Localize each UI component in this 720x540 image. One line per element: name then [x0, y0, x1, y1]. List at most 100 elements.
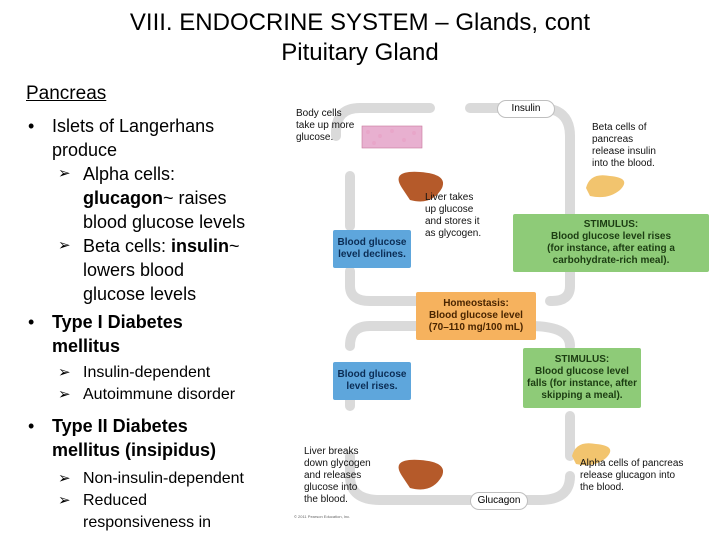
beta-cells-line: into the blood. [592, 158, 655, 169]
liver-breaks-line: and releases [304, 470, 362, 481]
liver-takes-line: and stores it [425, 216, 480, 227]
insulin-label: Insulin [497, 100, 555, 118]
bullet-islets: • Islets of Langerhans produce [26, 114, 276, 162]
title-line-1: VIII. ENDOCRINE SYSTEM – Glands, cont [129, 9, 591, 36]
stimulus-bottom-line: skipping a meal). [541, 390, 623, 401]
slide-title: VIII. ENDOCRINE SYSTEM – Glands, cont Pi… [0, 8, 720, 68]
body-cells-line: glucose. [296, 132, 334, 143]
alpha-line-2-rest: ~ raises [163, 188, 227, 208]
body-cells-image [361, 125, 423, 149]
type2-line-1: Type II Diabetes [52, 416, 188, 436]
beta-line-1-b: ~ [229, 236, 240, 256]
body-cells-line: Body cells [296, 108, 342, 119]
arrow-bullet-icon: ➢ [58, 470, 71, 487]
sub-bullet-non-insulin: ➢ Non-insulin-dependent [26, 468, 276, 490]
reduced-line-1: Reduced [83, 492, 148, 509]
arrow-top-left [331, 103, 435, 141]
arrow-bullet-icon: ➢ [58, 165, 71, 182]
title-line-2: Pituitary Gland [281, 39, 439, 66]
insulin-term: insulin [171, 236, 230, 256]
type1-line-1: Type I Diabetes [52, 312, 183, 332]
arrow-to-homeostasis-left [345, 266, 421, 306]
type2-line-2: mellitus (insipidus) [52, 440, 217, 460]
blood-glucose-declines-box: Blood glucose level declines. [333, 230, 411, 268]
alpha-cells-line: Alpha cells of pancreas [580, 458, 684, 469]
liver-breaks-line: down glycogen [304, 458, 371, 469]
stimulus-top-line: (for instance, after eating a [547, 243, 675, 254]
beta-cells-line: pancreas [592, 134, 634, 145]
stimulus-top-line: Blood glucose level rises [550, 231, 672, 242]
arrow-top-right [465, 103, 575, 221]
stimulus-rises-box: STIMULUS: Blood glucose level rises (for… [513, 214, 709, 272]
body-cells-label: Body cells take up more glucose. [296, 108, 354, 144]
beta-line-1-a: Beta cells: [83, 236, 172, 256]
alpha-cells-label: Alpha cells of pancreas release glucagon… [580, 458, 683, 494]
stimulus-bottom-line: Blood glucose level [535, 366, 629, 377]
beta-line-3: glucose levels [83, 284, 197, 304]
bullet-type2: • Type II Diabetes mellitus (insipidus) [26, 414, 276, 462]
liver-takes-line: as glycogen. [425, 228, 482, 239]
sub-bullet-reduced: ➢ Reduced responsiveness in [26, 490, 276, 534]
homeostasis-line: Homeostasis: [443, 298, 509, 309]
arrow-bullet-icon: ➢ [58, 237, 71, 254]
sub-bullet-insulin-dependent: ➢ Insulin-dependent [26, 362, 276, 384]
arrow-bottom-right [505, 471, 575, 505]
non-insulin-text: Non-insulin-dependent [83, 470, 244, 487]
arrow-bottom-left [345, 451, 475, 505]
liver-breaks-line: glucose into [304, 482, 358, 493]
beta-cells-line: release insulin [592, 146, 656, 157]
liver-takes-line: Liver takes [425, 192, 474, 203]
arrow-bullet-icon: ➢ [58, 364, 71, 381]
glucagon-label: Glucagon [470, 492, 528, 510]
pancreas-icon-top [586, 175, 625, 198]
bullet-dot: • [28, 116, 35, 136]
pancreas-icon-bottom [572, 443, 611, 466]
alpha-cells-line: release glucagon into [580, 470, 676, 481]
blood-glucose-rises-box: Blood glucose level rises. [333, 362, 411, 400]
alpha-line-1: Alpha cells: [83, 164, 176, 184]
notes-panel: Pancreas • Islets of Langerhans produce … [26, 82, 276, 534]
stimulus-top-line: carbohydrate-rich meal). [552, 255, 670, 266]
arrow-bullet-icon: ➢ [58, 492, 71, 509]
liver-takes-label: Liver takes up glucose and stores it as … [425, 192, 481, 240]
sub-bullet-autoimmune: ➢ Autoimmune disorder [26, 384, 276, 406]
liver-takes-line: up glucose [425, 204, 474, 215]
rises-line: level rises. [346, 381, 398, 392]
stimulus-bottom-line: falls (for instance, after [526, 378, 638, 389]
alpha-line-2: glucagon~ raises [83, 186, 276, 210]
declines-line: level declines. [338, 249, 406, 260]
stimulus-falls-box: STIMULUS: Blood glucose level falls (for… [523, 348, 641, 408]
glucose-homeostasis-diagram: Body cells take up more glucose. Insulin… [290, 96, 720, 524]
insulin-dependent-text: Insulin-dependent [83, 364, 211, 381]
copyright-text: © 2011 Pearson Education, Inc. [294, 514, 351, 519]
sub-bullet-beta: ➢ Beta cells: insulin~ lowers blood gluc… [26, 234, 276, 306]
sub-bullet-alpha: ➢ Alpha cells: glucagon~ raises blood gl… [26, 162, 276, 234]
arrow-bullet-icon: ➢ [58, 386, 71, 403]
islets-line-2: produce [52, 140, 118, 160]
beta-line-2: lowers blood [83, 260, 185, 280]
body-cells-line: take up more [296, 120, 355, 131]
pancreas-heading: Pancreas [26, 83, 107, 104]
beta-line-1: Beta cells: insulin~ [83, 234, 276, 258]
autoimmune-text: Autoimmune disorder [83, 386, 236, 403]
type1-line-2: mellitus [52, 336, 121, 356]
liver-breaks-line: Liver breaks [304, 446, 359, 457]
islets-line-1: Islets of Langerhans [52, 116, 215, 136]
liver-breaks-label: Liver breaks down glycogen and releases … [304, 446, 371, 506]
stimulus-top-line: STIMULUS: [583, 219, 639, 230]
beta-cells-line: Beta cells of [592, 122, 647, 133]
homeostasis-line: Blood glucose level [429, 310, 523, 321]
declines-line: Blood glucose [337, 237, 407, 248]
alpha-line-3: blood glucose levels [83, 212, 246, 232]
homeostasis-box: Homeostasis: Blood glucose level (70–110… [416, 292, 536, 340]
stimulus-bottom-line: STIMULUS: [554, 354, 610, 365]
body-cells-dots [366, 129, 416, 145]
bullet-type1: • Type I Diabetes mellitus [26, 310, 276, 358]
homeostasis-line: (70–110 mg/100 mL) [428, 322, 524, 333]
liver-icon-top [398, 171, 444, 202]
arrow-from-stimulus-top [545, 261, 575, 306]
arrow-to-rises [345, 321, 421, 351]
rises-line: Blood glucose [337, 369, 407, 380]
liver-icon-bottom [398, 459, 444, 490]
bullet-dot: • [28, 312, 35, 332]
